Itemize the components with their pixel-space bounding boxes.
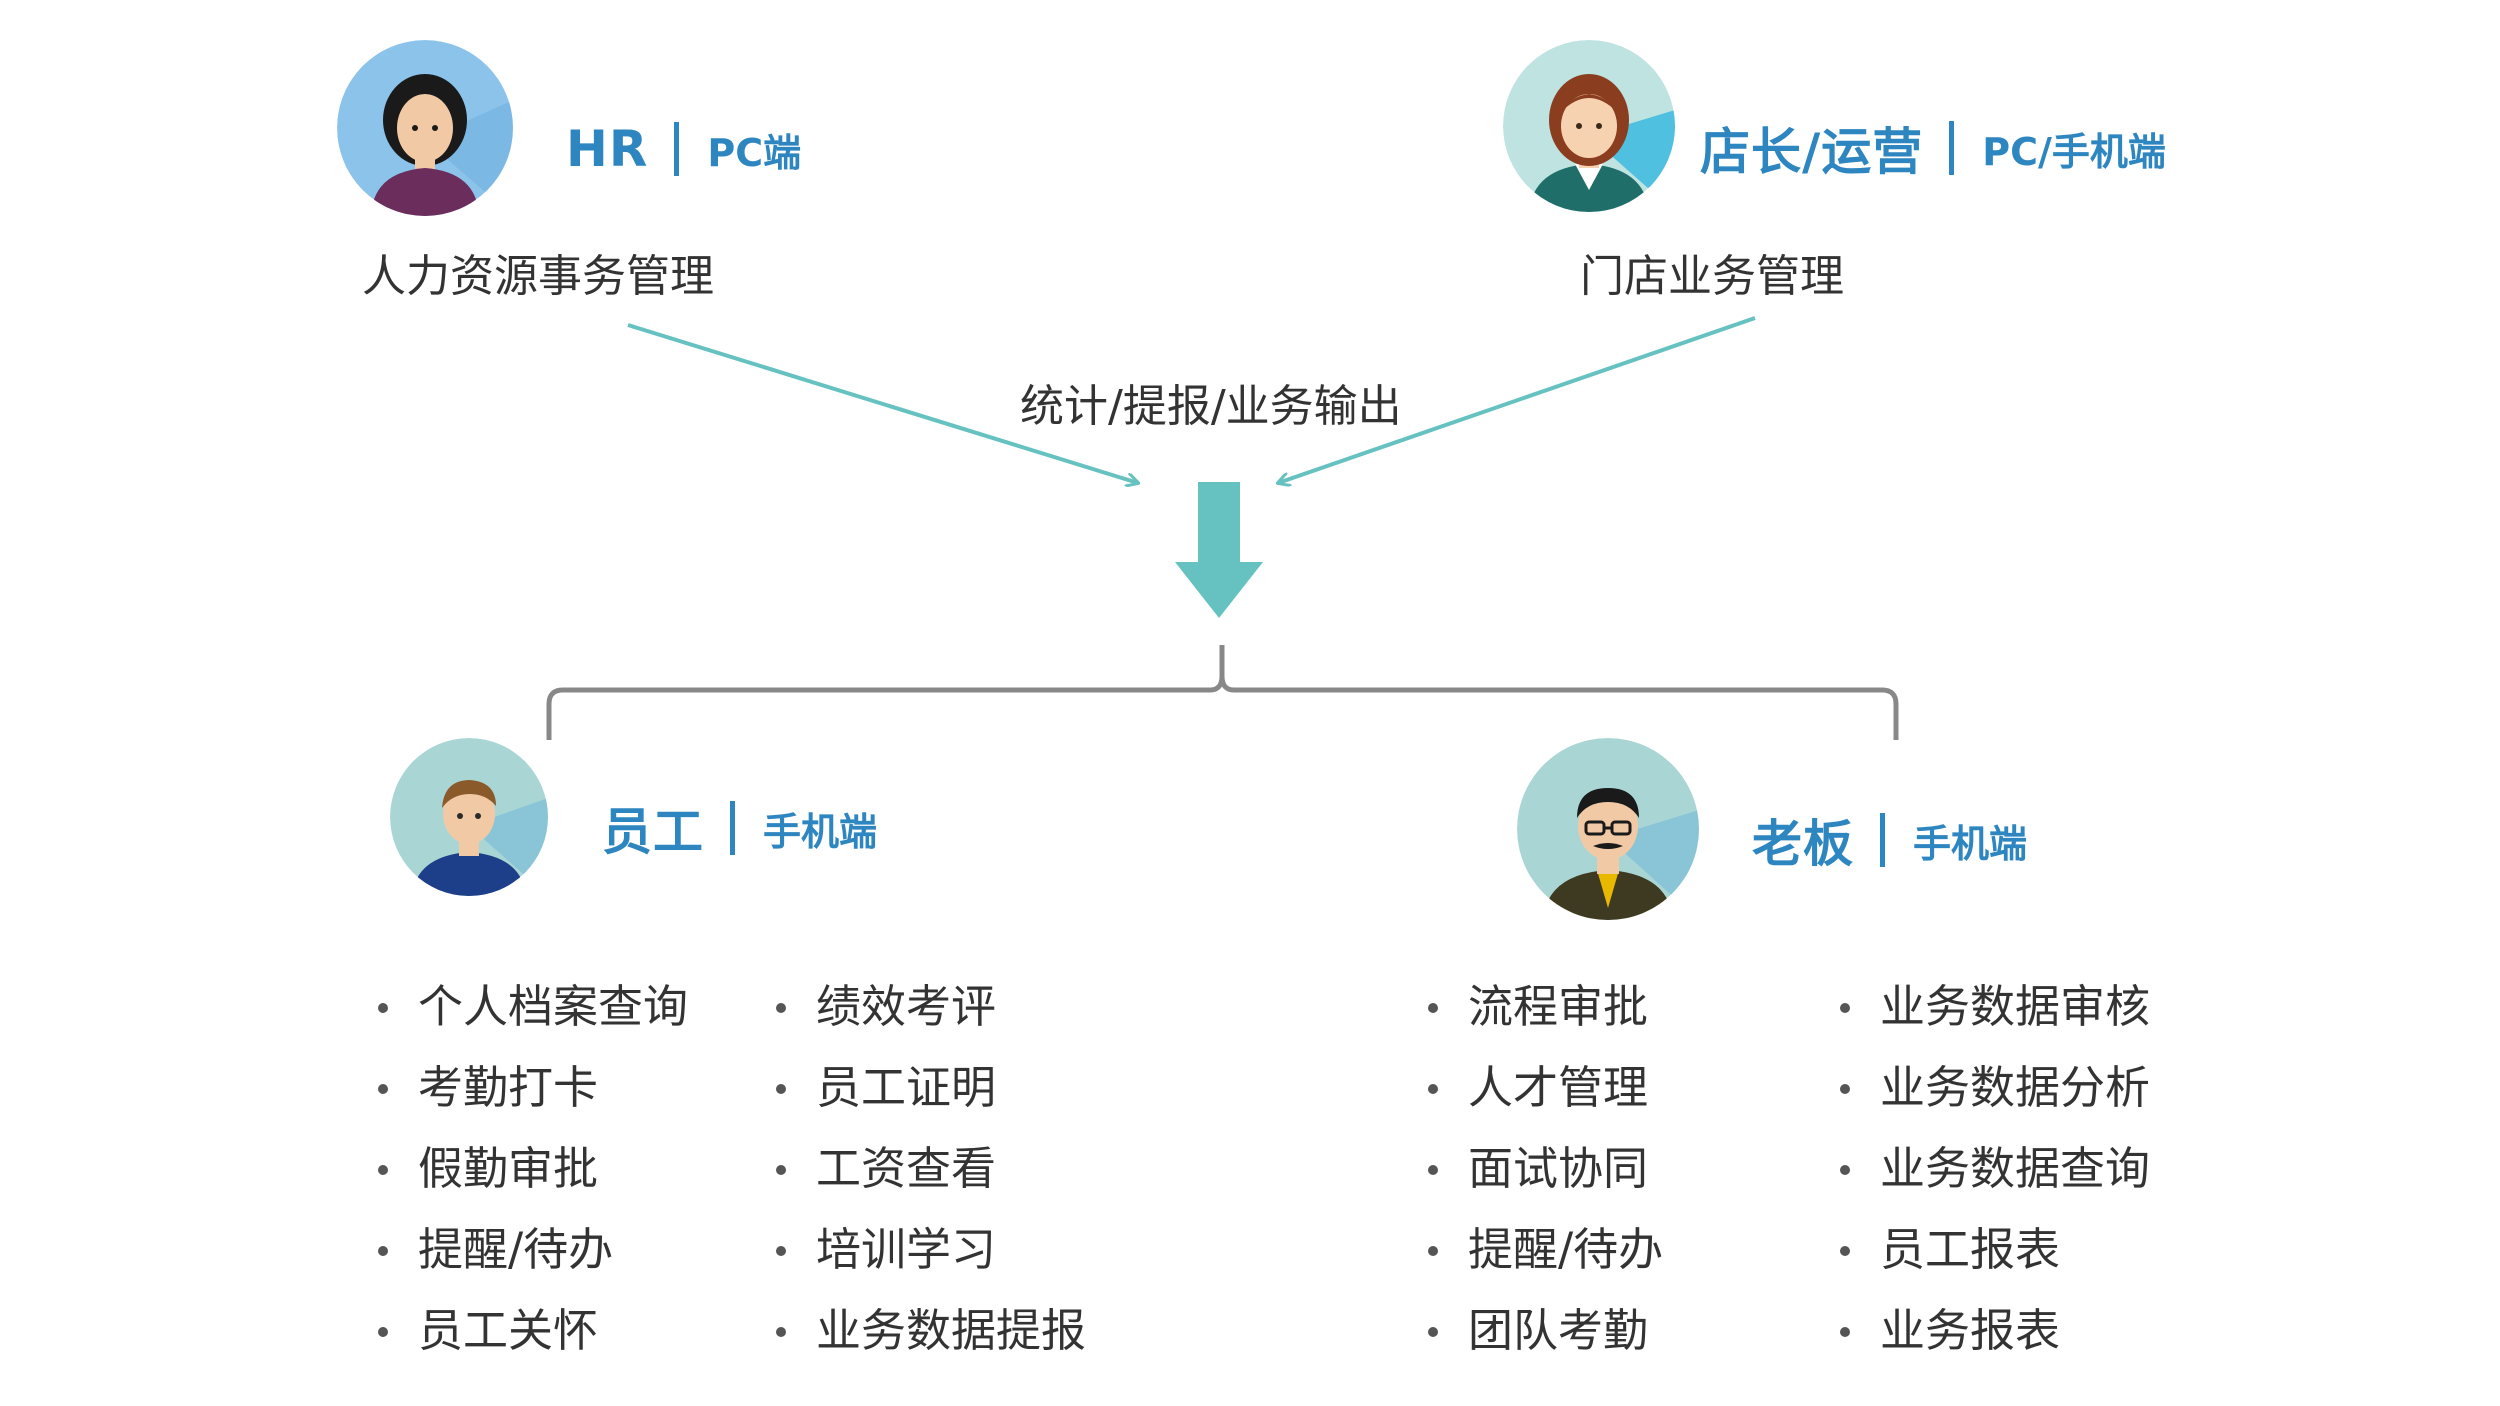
list-item: 团队考勤 <box>1428 1290 1663 1371</box>
separator <box>1880 813 1885 867</box>
manager-description: 门店业务管理 <box>1580 251 1844 302</box>
boss-role-title: 老板 手机端 <box>1752 804 2027 876</box>
boss-features-col2: 业务数据审核 业务数据分析 业务数据查询 员工报表 业务报表 <box>1840 966 2150 1371</box>
hr-platform: PC端 <box>707 130 802 175</box>
list-item: 业务报表 <box>1840 1290 2150 1371</box>
list-item: 工资查看 <box>776 1128 1086 1209</box>
employee-role-name: 员工 <box>602 803 704 861</box>
manager-to-center-arrow <box>1278 316 1756 483</box>
boss-features-col1: 流程审批 人才管理 面试协同 提醒/待办 团队考勤 <box>1428 966 1663 1371</box>
list-item: 考勤打卡 <box>378 1047 688 1128</box>
employee-features-col1: 个人档案查询 考勤打卡 假勤审批 提醒/待办 员工关怀 <box>378 966 688 1371</box>
list-item: 提醒/待办 <box>1428 1209 1663 1290</box>
hr-avatar-icon <box>337 40 513 216</box>
list-item: 流程审批 <box>1428 966 1663 1047</box>
list-item: 个人档案查询 <box>378 966 688 1047</box>
separator <box>730 801 735 855</box>
down-arrow-icon <box>1175 482 1263 618</box>
list-item: 业务数据查询 <box>1840 1128 2150 1209</box>
separator <box>1949 121 1955 175</box>
hr-role-name: HR <box>566 120 649 178</box>
employee-role-title: 员工 手机端 <box>602 792 877 864</box>
list-item: 面试协同 <box>1428 1128 1663 1209</box>
list-item: 提醒/待办 <box>378 1209 688 1290</box>
separator <box>674 122 680 176</box>
boss-role-name: 老板 <box>1752 815 1854 873</box>
list-item: 假勤审批 <box>378 1128 688 1209</box>
manager-platform: PC/手机端 <box>1982 129 2166 174</box>
employee-avatar-icon <box>390 738 548 896</box>
list-item: 员工关怀 <box>378 1290 688 1371</box>
employee-platform: 手机端 <box>763 809 878 854</box>
boss-platform: 手机端 <box>1913 821 2028 866</box>
hr-to-center-arrow <box>627 323 1138 483</box>
hr-role-title: HR PC端 <box>566 120 801 178</box>
list-item: 绩效考评 <box>776 966 1086 1047</box>
list-item: 员工证明 <box>776 1047 1086 1128</box>
manager-avatar-icon <box>1503 40 1675 212</box>
manager-role-title: 店长/运营 PC/手机端 <box>1700 112 2166 184</box>
list-item: 员工报表 <box>1840 1209 2150 1290</box>
list-item: 人才管理 <box>1428 1047 1663 1128</box>
list-item: 培训学习 <box>776 1209 1086 1290</box>
list-item: 业务数据提报 <box>776 1290 1086 1371</box>
employee-features-col2: 绩效考评 员工证明 工资查看 培训学习 业务数据提报 <box>776 966 1086 1371</box>
list-item: 业务数据审核 <box>1840 966 2150 1047</box>
boss-avatar-icon <box>1517 738 1699 920</box>
hr-description: 人力资源事务管理 <box>362 251 714 302</box>
manager-role-name: 店长/运营 <box>1700 123 1924 181</box>
flow-label: 统计/提报/业务输出 <box>1020 381 1402 432</box>
list-item: 业务数据分析 <box>1840 1047 2150 1128</box>
split-bracket <box>546 645 1899 740</box>
